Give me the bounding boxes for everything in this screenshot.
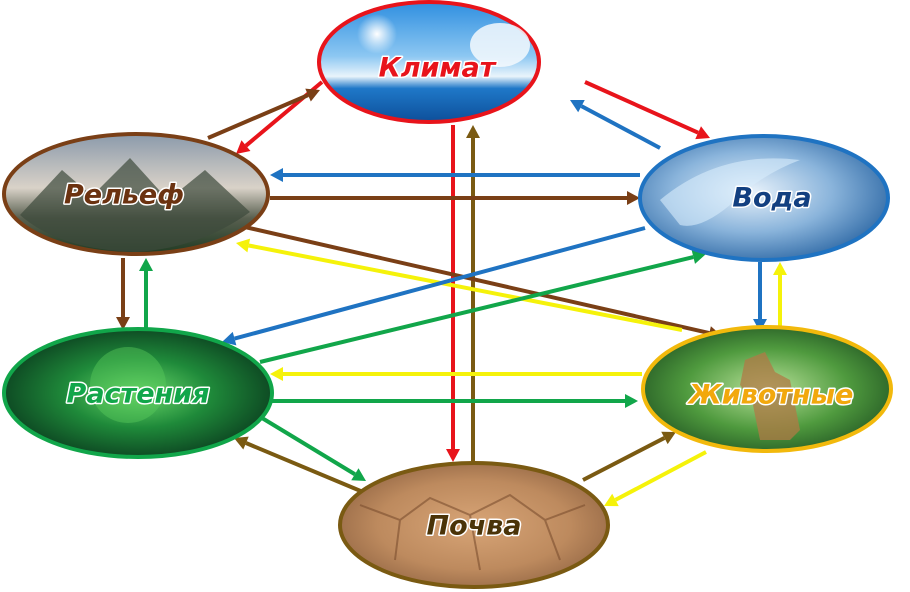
cloud-icon (470, 23, 530, 67)
arrow-head (116, 317, 130, 330)
arrow-shaft (614, 450, 707, 502)
arrow-shaft (245, 441, 364, 494)
node-soil-shape (338, 461, 610, 589)
arrow-head (236, 140, 251, 154)
cracks-icon (359, 493, 586, 571)
arrow-shaft (234, 226, 646, 341)
arrow-relief-to-climate (207, 88, 320, 140)
arrow-shaft (260, 416, 356, 476)
node-water: Вода (638, 134, 890, 262)
arrow-head (351, 468, 366, 481)
arrow-head (270, 367, 283, 381)
arrow-water-to-animals (753, 262, 767, 332)
arrow-relief-to-water (270, 191, 640, 205)
sun-icon (357, 14, 397, 54)
arrow-soil-to-animals (582, 431, 676, 482)
arrow-head (234, 436, 249, 450)
arrow-head (305, 88, 320, 102)
arrow-shaft (235, 223, 710, 336)
arrow-soil-to-plants (234, 436, 364, 494)
arrow-head (627, 191, 640, 205)
node-climate-label: Климат (379, 53, 497, 84)
arrow-climate-to-water (584, 80, 710, 140)
arrow-soil-to-climate (466, 125, 480, 462)
arrow-animals-to-soil (604, 450, 707, 507)
arrow-shaft (207, 93, 309, 140)
node-plants-label: Растения (67, 379, 210, 410)
arrow-head (270, 168, 283, 182)
arrow-plants-to-soil (260, 416, 366, 481)
deer-icon (740, 352, 800, 440)
arrow-shaft (580, 104, 661, 150)
arrow-animals-to-plants (270, 367, 642, 381)
node-animals-label: Животные (687, 380, 854, 411)
arrow-head (773, 262, 787, 275)
arrow-head (446, 449, 460, 462)
arrow-head (604, 493, 619, 507)
arrow-animals-to-relief (236, 238, 683, 332)
arrow-head (466, 125, 480, 138)
arrow-water-to-plants (222, 226, 646, 346)
node-soil-label: Почва (427, 511, 522, 542)
arrow-head (570, 99, 585, 113)
node-soil: Почва (338, 461, 610, 589)
node-plants-shape (2, 327, 274, 459)
mountain-icon (20, 158, 250, 252)
arrow-shaft (248, 243, 683, 332)
splash-icon (660, 158, 800, 226)
arrow-shaft (584, 80, 699, 135)
arrow-plants-to-relief (139, 258, 153, 330)
arrow-head (695, 126, 710, 140)
arrow-head (222, 331, 237, 346)
arrow-relief-to-plants (116, 258, 130, 330)
arrow-water-to-relief (270, 168, 640, 182)
arrow-shaft (259, 255, 694, 364)
plant-icon (90, 347, 166, 423)
arrow-animals-to-water (773, 262, 787, 330)
node-climate: Климат (317, 0, 541, 124)
arrow-head (139, 258, 153, 271)
node-water-label: Вода (732, 183, 811, 214)
arrow-plants-to-water (259, 250, 706, 364)
arrow-plants-to-animals (272, 394, 638, 408)
arrow-shaft (582, 436, 666, 482)
node-water-shape (638, 134, 890, 262)
node-plants: Растения (2, 327, 274, 459)
node-animals: Животные (641, 325, 893, 453)
arrow-head (625, 394, 638, 408)
arrow-head (236, 238, 251, 253)
arrow-water-to-climate (570, 99, 661, 150)
node-relief-label: Рельеф (64, 180, 184, 211)
arrows-layer (116, 80, 787, 507)
arrow-head (661, 431, 676, 445)
node-relief: Рельеф (2, 132, 270, 256)
